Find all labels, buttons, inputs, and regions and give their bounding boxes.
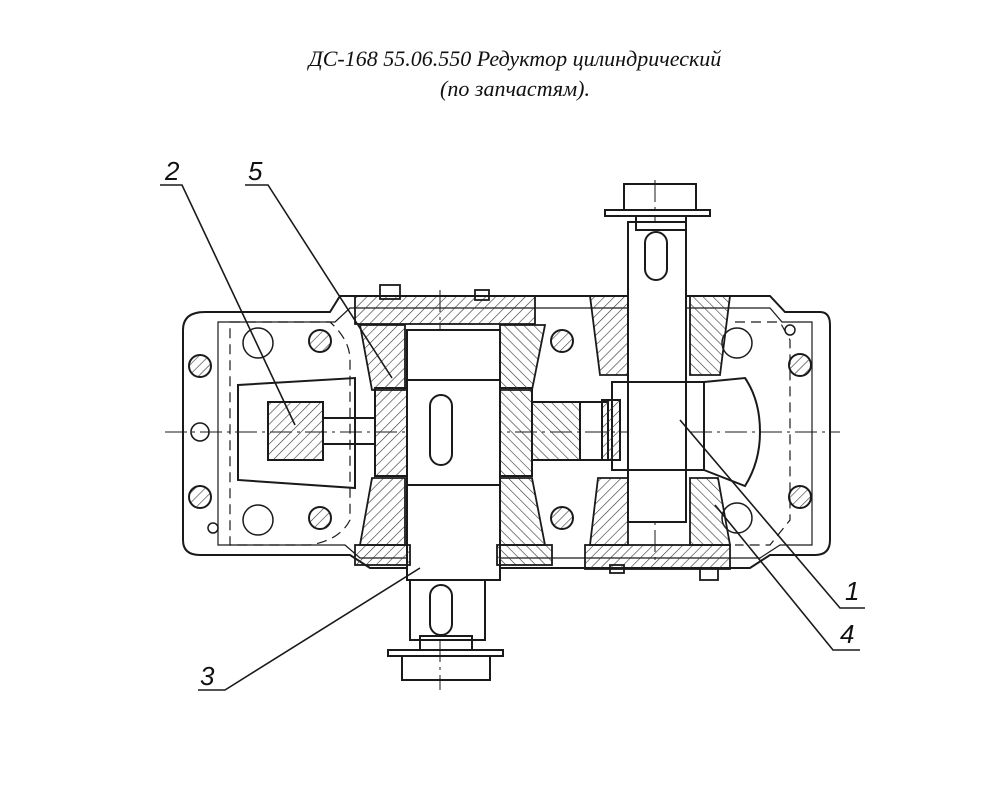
callout-5: 5 (248, 156, 263, 186)
drawing-subtitle: (по запчастям). (440, 76, 590, 101)
bottom-cover (584, 544, 731, 581)
callout-4: 4 (840, 619, 854, 649)
callout-3: 3 (200, 661, 215, 691)
drawing-title: ДС-168 55.06.550 Редуктор цилиндрический (308, 46, 722, 71)
bolt-holes (188, 324, 812, 536)
right-shaft (601, 183, 762, 523)
central-bearings (354, 324, 553, 566)
callout-1: 1 (845, 576, 859, 606)
housing (182, 295, 831, 569)
top-cover (354, 284, 536, 325)
left-gear (237, 376, 609, 490)
leader-lines (160, 184, 865, 691)
right-bearings (588, 295, 732, 546)
callout-2: 2 (164, 156, 180, 186)
central-shaft (387, 329, 504, 681)
